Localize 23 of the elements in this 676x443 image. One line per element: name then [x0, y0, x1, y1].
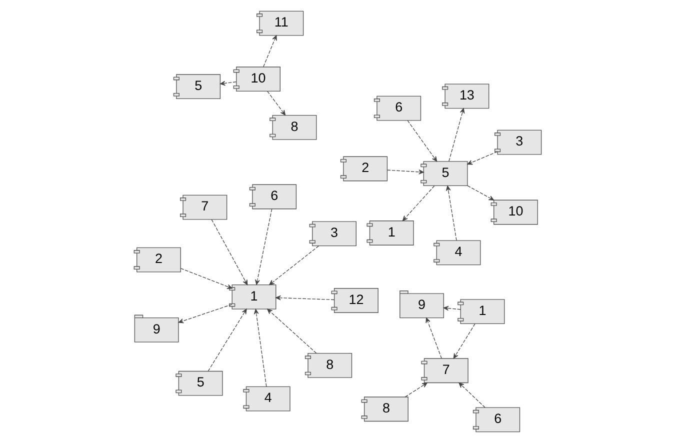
arrow: [458, 382, 486, 408]
arrow: [180, 268, 232, 289]
arrow: [386, 170, 424, 174]
arrow: [448, 108, 465, 162]
arrow: [255, 208, 272, 285]
arrow: [267, 308, 317, 354]
arrow: [404, 382, 428, 398]
arrow: [208, 308, 247, 372]
arrow: [446, 186, 457, 241]
arrow: [467, 151, 498, 165]
arrow: [269, 246, 320, 286]
arrow: [263, 35, 277, 68]
arrow: [276, 295, 335, 300]
arrow: [267, 90, 286, 116]
arrow: [467, 185, 494, 200]
arrow: [443, 306, 461, 311]
arrow: [402, 186, 435, 222]
arrow: [254, 308, 267, 387]
arrow: [211, 219, 248, 286]
arrow: [178, 304, 232, 324]
arrow: [453, 323, 476, 359]
arrow: [407, 120, 438, 162]
arrow: [220, 80, 237, 86]
